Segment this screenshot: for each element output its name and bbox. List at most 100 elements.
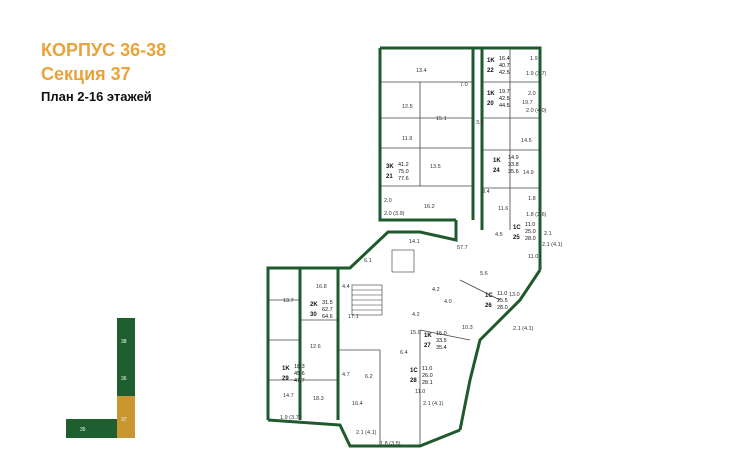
svg-text:11.0: 11.0 (497, 291, 507, 297)
room-area-labels: 13.4 12.5 15.1 11.9 13.5 7.0 3.8 19.7 14… (283, 56, 552, 407)
unit-25: 1С 25 11.0 25.0 28.0 (513, 222, 536, 242)
room-area: 6.1 (364, 258, 372, 264)
svg-text:28.0: 28.0 (497, 305, 508, 311)
room-area: 4.2 (412, 312, 420, 318)
unit-22: 1K 22 16.4 40.7 42.5 (487, 56, 510, 76)
room-area: 11.0 (415, 389, 425, 395)
svg-text:20: 20 (487, 101, 494, 107)
room-area: 6.4 (400, 350, 408, 356)
room-area: 16.2 (424, 204, 435, 210)
svg-text:11.0: 11.0 (422, 366, 432, 372)
svg-text:11.0: 11.0 (525, 222, 535, 228)
outer-walls (266, 46, 542, 448)
balcony-area: 2.1 (4.1) (356, 430, 377, 436)
svg-text:35.6: 35.6 (508, 169, 519, 175)
balcony-area: 1.9 (3.7) (526, 71, 547, 77)
room-area: 12.5 (402, 104, 413, 110)
section-title: Секция 37 (41, 64, 131, 84)
room-area: 14.7 (283, 393, 294, 399)
svg-text:42.5: 42.5 (499, 96, 510, 102)
svg-text:1С: 1С (513, 225, 521, 231)
room-area: 57.7 (457, 245, 468, 251)
svg-text:42.5: 42.5 (499, 70, 510, 76)
balcony-area: 2.1 (4.1) (542, 242, 563, 248)
svg-text:31.5: 31.5 (322, 300, 333, 306)
balcony-area: 1.9 (3.7) (280, 415, 301, 421)
svg-text:26: 26 (485, 303, 492, 309)
balcony-area: 2.0 (3.9) (384, 211, 405, 217)
room-area: 6.2 (365, 374, 373, 380)
svg-text:25: 25 (513, 235, 520, 241)
svg-text:19.7: 19.7 (499, 89, 510, 95)
stairwell (351, 249, 415, 316)
svg-text:16.4: 16.4 (499, 56, 510, 62)
room-area: 4.2 (432, 287, 440, 293)
svg-text:26.0: 26.0 (422, 373, 433, 379)
room-area: 15.1 (436, 116, 447, 122)
svg-text:24: 24 (493, 168, 500, 174)
room-area: 12.6 (310, 344, 321, 350)
svg-text:2K: 2K (310, 302, 318, 308)
svg-text:77.6: 77.6 (398, 176, 409, 182)
room-area: 4.4 (342, 284, 350, 290)
balcony-area: 2.1 (4.1) (513, 326, 534, 332)
room-area: 4.5 (495, 232, 503, 238)
key-label-36: 36 (121, 376, 127, 382)
svg-text:33.5: 33.5 (436, 338, 447, 344)
svg-text:18.3: 18.3 (294, 364, 305, 370)
svg-text:62.7: 62.7 (322, 307, 333, 313)
room-area: 14.5 (521, 138, 532, 144)
unit-21: 3K 21 41.2 75.0 77.6 (386, 162, 409, 182)
room-area: 14.1 (409, 239, 420, 245)
unit-30: 2K 30 31.5 62.7 64.6 (310, 300, 333, 320)
svg-text:14.9: 14.9 (508, 155, 519, 161)
svg-text:1K: 1K (487, 58, 495, 64)
balcony-area: 1.8 (3.5) (380, 441, 401, 447)
key-label-38: 38 (121, 339, 127, 345)
key-plan: 38 36 37 35 (66, 318, 135, 438)
svg-text:44.5: 44.5 (499, 103, 510, 109)
svg-text:1K: 1K (487, 91, 495, 97)
svg-text:27: 27 (424, 343, 431, 349)
room-area: 10.3 (462, 325, 473, 331)
room-area: 7.0 (460, 82, 468, 88)
unit-28: 1С 28 11.0 26.0 28.1 (410, 366, 433, 386)
svg-text:75.0: 75.0 (398, 169, 409, 175)
svg-text:28.0: 28.0 (525, 236, 536, 242)
svg-text:28.1: 28.1 (422, 380, 433, 386)
room-area: 13.4 (416, 68, 427, 74)
unit-24: 1K 24 14.9 33.8 35.6 (493, 155, 519, 175)
room-area: 17.1 (348, 314, 359, 320)
svg-text:25.0: 25.0 (525, 229, 536, 235)
room-area: 11.9 (402, 136, 412, 142)
inner-walls (268, 48, 540, 446)
room-area: 13.0 (509, 292, 520, 298)
svg-text:21: 21 (386, 174, 393, 180)
room-area: 1.9 (530, 56, 538, 62)
balcony-labels: 1.9 (3.7) 2.0 (4.0) 1.8 (3.6) 2.0 (3.9) … (280, 71, 563, 447)
room-area: 18.3 (313, 396, 324, 402)
room-area: 4.0 (444, 299, 452, 305)
svg-text:64.6: 64.6 (322, 314, 333, 320)
room-area: 4.7 (342, 372, 350, 378)
svg-text:33.8: 33.8 (508, 162, 519, 168)
svg-text:30: 30 (310, 312, 317, 318)
unit-29: 1K 29 18.3 45.6 47.7 (282, 364, 305, 384)
room-area: 1.8 (528, 196, 536, 202)
room-area: 2.0 (528, 91, 536, 97)
svg-text:25.5: 25.5 (497, 298, 508, 304)
room-area: 13.7 (283, 298, 294, 304)
svg-text:1K: 1K (493, 158, 501, 164)
room-area: 15.0 (410, 330, 421, 336)
svg-text:45.6: 45.6 (294, 371, 305, 377)
floors-subtitle: План 2-16 этажей (41, 89, 152, 104)
svg-text:1С: 1С (410, 368, 418, 374)
svg-text:35.4: 35.4 (436, 345, 447, 351)
svg-text:41.2: 41.2 (398, 162, 409, 168)
unit-info: 1K 22 16.4 40.7 42.5 1K 20 19.7 42.5 44.… (282, 56, 536, 386)
room-area: 16.8 (316, 284, 327, 290)
svg-text:1K: 1K (282, 366, 290, 372)
room-area: 13.5 (430, 164, 441, 170)
room-area: 16.4 (352, 401, 363, 407)
room-area: 3.4 (482, 189, 490, 195)
